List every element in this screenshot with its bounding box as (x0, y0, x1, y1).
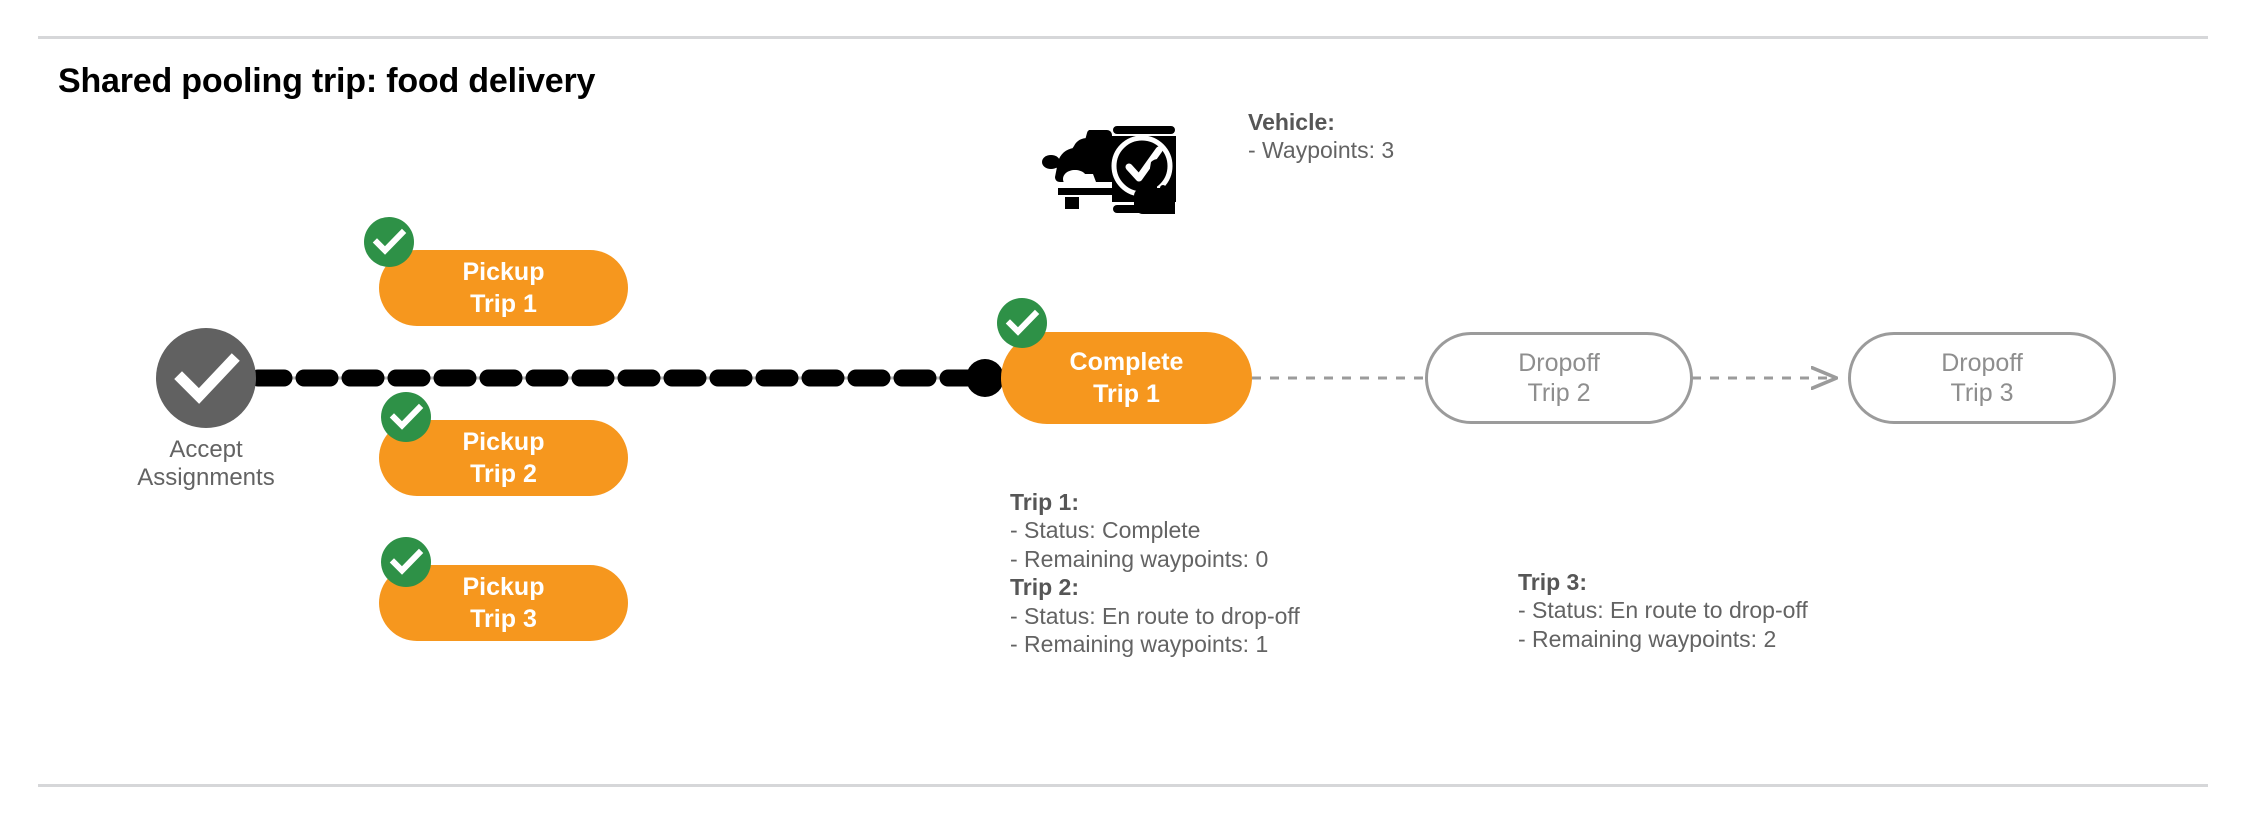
top-divider (38, 36, 2208, 39)
pickup-trip-1-line1: Pickup (462, 258, 545, 286)
complete-trip-1-line2: Trip 1 (1093, 379, 1160, 408)
complete-trip-1-line1: Complete (1069, 348, 1184, 376)
page-title: Shared pooling trip: food delivery (58, 62, 596, 100)
check-badge-icon (997, 298, 1047, 348)
vehicle-annotation: Vehicle: - Waypoints: 3 (1248, 108, 1394, 165)
trip-1-heading: Trip 1: (1010, 489, 1080, 515)
check-badge-glyph (389, 403, 424, 430)
accept-circle (156, 328, 256, 428)
dropoff-trip-2-node[interactable]: Dropoff Trip 2 (1425, 332, 1693, 424)
trip-details-right-block: Trip 3: - Status: En route to drop-off -… (1518, 568, 1808, 653)
pickup-trip-1-node[interactable]: Pickup Trip 1 (379, 250, 628, 326)
trip-2-status: - Status: En route to drop-off (1010, 602, 1300, 629)
check-badge-glyph (389, 548, 424, 575)
pickup-trip-3-line1: Pickup (462, 573, 545, 601)
trip-3-waypoints: - Remaining waypoints: 2 (1518, 625, 1777, 652)
trip-2-heading: Trip 2: (1010, 574, 1080, 601)
trip-3-status: - Status: En route to drop-off (1518, 597, 1808, 624)
vehicle-waypoints: - Waypoints: 3 (1248, 137, 1395, 164)
pickup-trip-1-line2: Trip 1 (470, 289, 537, 318)
trip-details-left-block: Trip 1: - Status: Complete - Remaining w… (1010, 488, 1300, 658)
accept-label-line2: Assignments (137, 464, 275, 492)
accept-assignments-label: Accept Assignments (106, 436, 306, 493)
connector-endpoint-dot (966, 359, 1004, 397)
car-phone-check-icon (1032, 84, 1184, 216)
dropoff-trip-3-line2: Trip 3 (1950, 379, 2014, 407)
trip-1-status: - Status: Complete (1010, 517, 1201, 544)
dropoff-trip-2-line2: Trip 2 (1527, 379, 1591, 407)
dropoff-trip-3-node[interactable]: Dropoff Trip 3 (1848, 332, 2116, 424)
check-badge-icon (381, 537, 431, 587)
complete-trip-1-node[interactable]: Complete Trip 1 (1001, 332, 1252, 424)
trip-3-heading: Trip 3: (1518, 569, 1588, 595)
check-badge-icon (364, 217, 414, 267)
trip-1-waypoints: - Remaining waypoints: 0 (1010, 545, 1269, 572)
check-badge-glyph (372, 228, 407, 255)
accept-label-line1: Accept (169, 436, 243, 463)
dropoff-trip-2-line1: Dropoff (1518, 348, 1600, 377)
vehicle-heading: Vehicle: (1248, 109, 1335, 135)
pickup-trip-2-line1: Pickup (462, 428, 545, 456)
check-icon (174, 353, 240, 404)
bottom-divider (38, 784, 2208, 787)
check-badge-glyph (1005, 309, 1040, 336)
pickup-trip-2-line2: Trip 2 (470, 459, 537, 488)
check-badge-icon (381, 392, 431, 442)
accept-assignments-node[interactable]: Accept Assignments (137, 328, 275, 491)
pickup-trip-3-line2: Trip 3 (470, 604, 537, 633)
trip-2-waypoints: - Remaining waypoints: 1 (1010, 630, 1269, 657)
dropoff-trip-3-line1: Dropoff (1941, 348, 2023, 377)
